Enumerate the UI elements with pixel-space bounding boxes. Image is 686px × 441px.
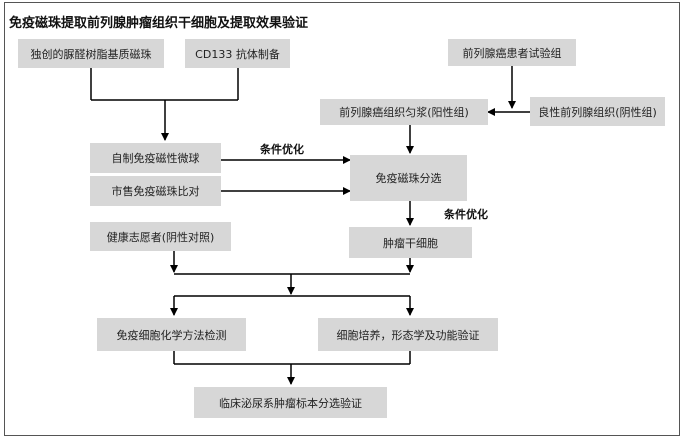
node-culture: 细胞培养，形态学及功能验证 (318, 318, 498, 351)
node-healthy: 健康志愿者(阴性对照) (90, 222, 231, 251)
node-resin-beads: 独创的脲醛树脂基质磁珠 (18, 39, 164, 68)
node-cd133: CD133 抗体制备 (185, 39, 290, 68)
node-icc: 免疫细胞化学方法检测 (97, 318, 246, 351)
label-optimize-2: 条件优化 (444, 208, 488, 221)
diagram-title: 免疫磁珠提取前列腺肿瘤组织干细胞及提取效果验证 (9, 16, 309, 31)
label-optimize-1: 条件优化 (260, 143, 304, 156)
node-selfmade: 自制免疫磁性微球 (90, 143, 221, 173)
node-patients: 前列腺癌患者试验组 (448, 39, 576, 66)
diagram-frame (4, 2, 680, 436)
node-stem-cells: 肿瘤干细胞 (349, 227, 472, 258)
node-clinical: 临床泌尿系肿瘤标本分选验证 (194, 387, 387, 418)
node-sorting: 免疫磁珠分选 (350, 155, 467, 201)
node-benign: 良性前列腺组织(阴性组) (530, 97, 665, 126)
node-commercial: 市售免疫磁珠比对 (90, 176, 221, 206)
node-homogenate: 前列腺癌组织匀浆(阳性组) (320, 99, 488, 125)
